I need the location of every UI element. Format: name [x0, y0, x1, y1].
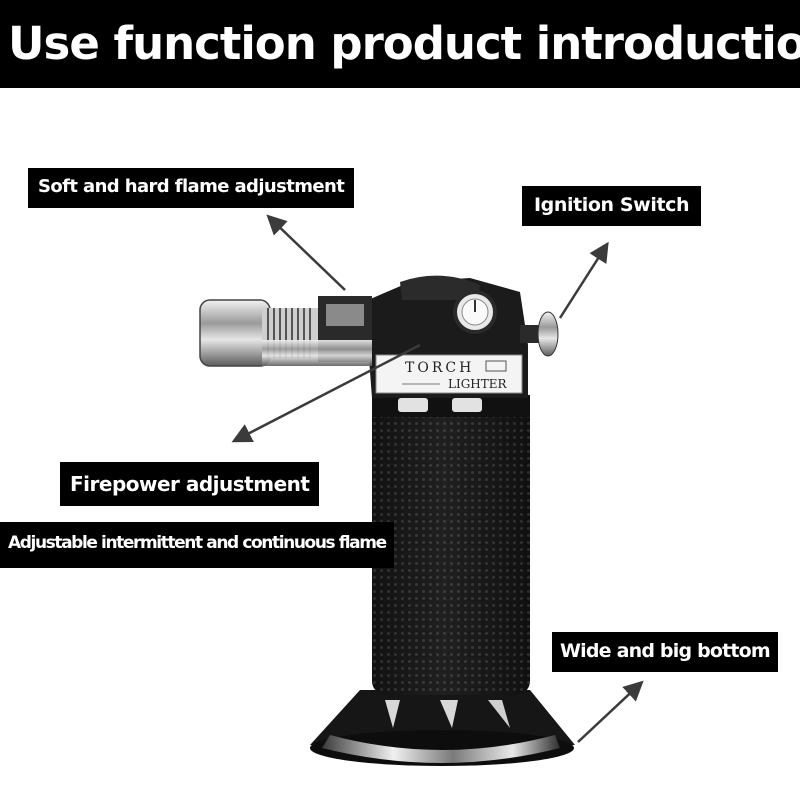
arrow-firepower	[231, 343, 421, 443]
torch-grip	[372, 395, 530, 695]
callout-firepower: Firepower adjustment	[60, 462, 320, 506]
torch-head: TORCH LIGHTER	[368, 275, 528, 398]
arrow-soft-hard	[266, 214, 346, 291]
gauge-dial	[453, 290, 497, 334]
ignition-switch	[520, 311, 559, 357]
title-banner: Use function product introduction	[0, 0, 800, 88]
plate-brand: TORCH	[405, 360, 474, 376]
callout-ignition-switch: Ignition Switch	[522, 186, 702, 226]
arrow-ignition	[558, 241, 609, 319]
plate-type: LIGHTER	[448, 377, 508, 391]
arrow-bottom	[577, 680, 644, 743]
torch-base	[310, 690, 575, 766]
callout-arrows	[231, 214, 644, 743]
callout-adjustable-flame: Adjustable intermittent and continuous f…	[0, 522, 394, 568]
page-title: Use function product introduction	[8, 17, 800, 70]
callout-wide-bottom: Wide and big bottom	[552, 632, 778, 672]
torch-nozzle	[199, 296, 372, 367]
callout-soft-hard-flame: Soft and hard flame adjustment	[28, 168, 355, 208]
